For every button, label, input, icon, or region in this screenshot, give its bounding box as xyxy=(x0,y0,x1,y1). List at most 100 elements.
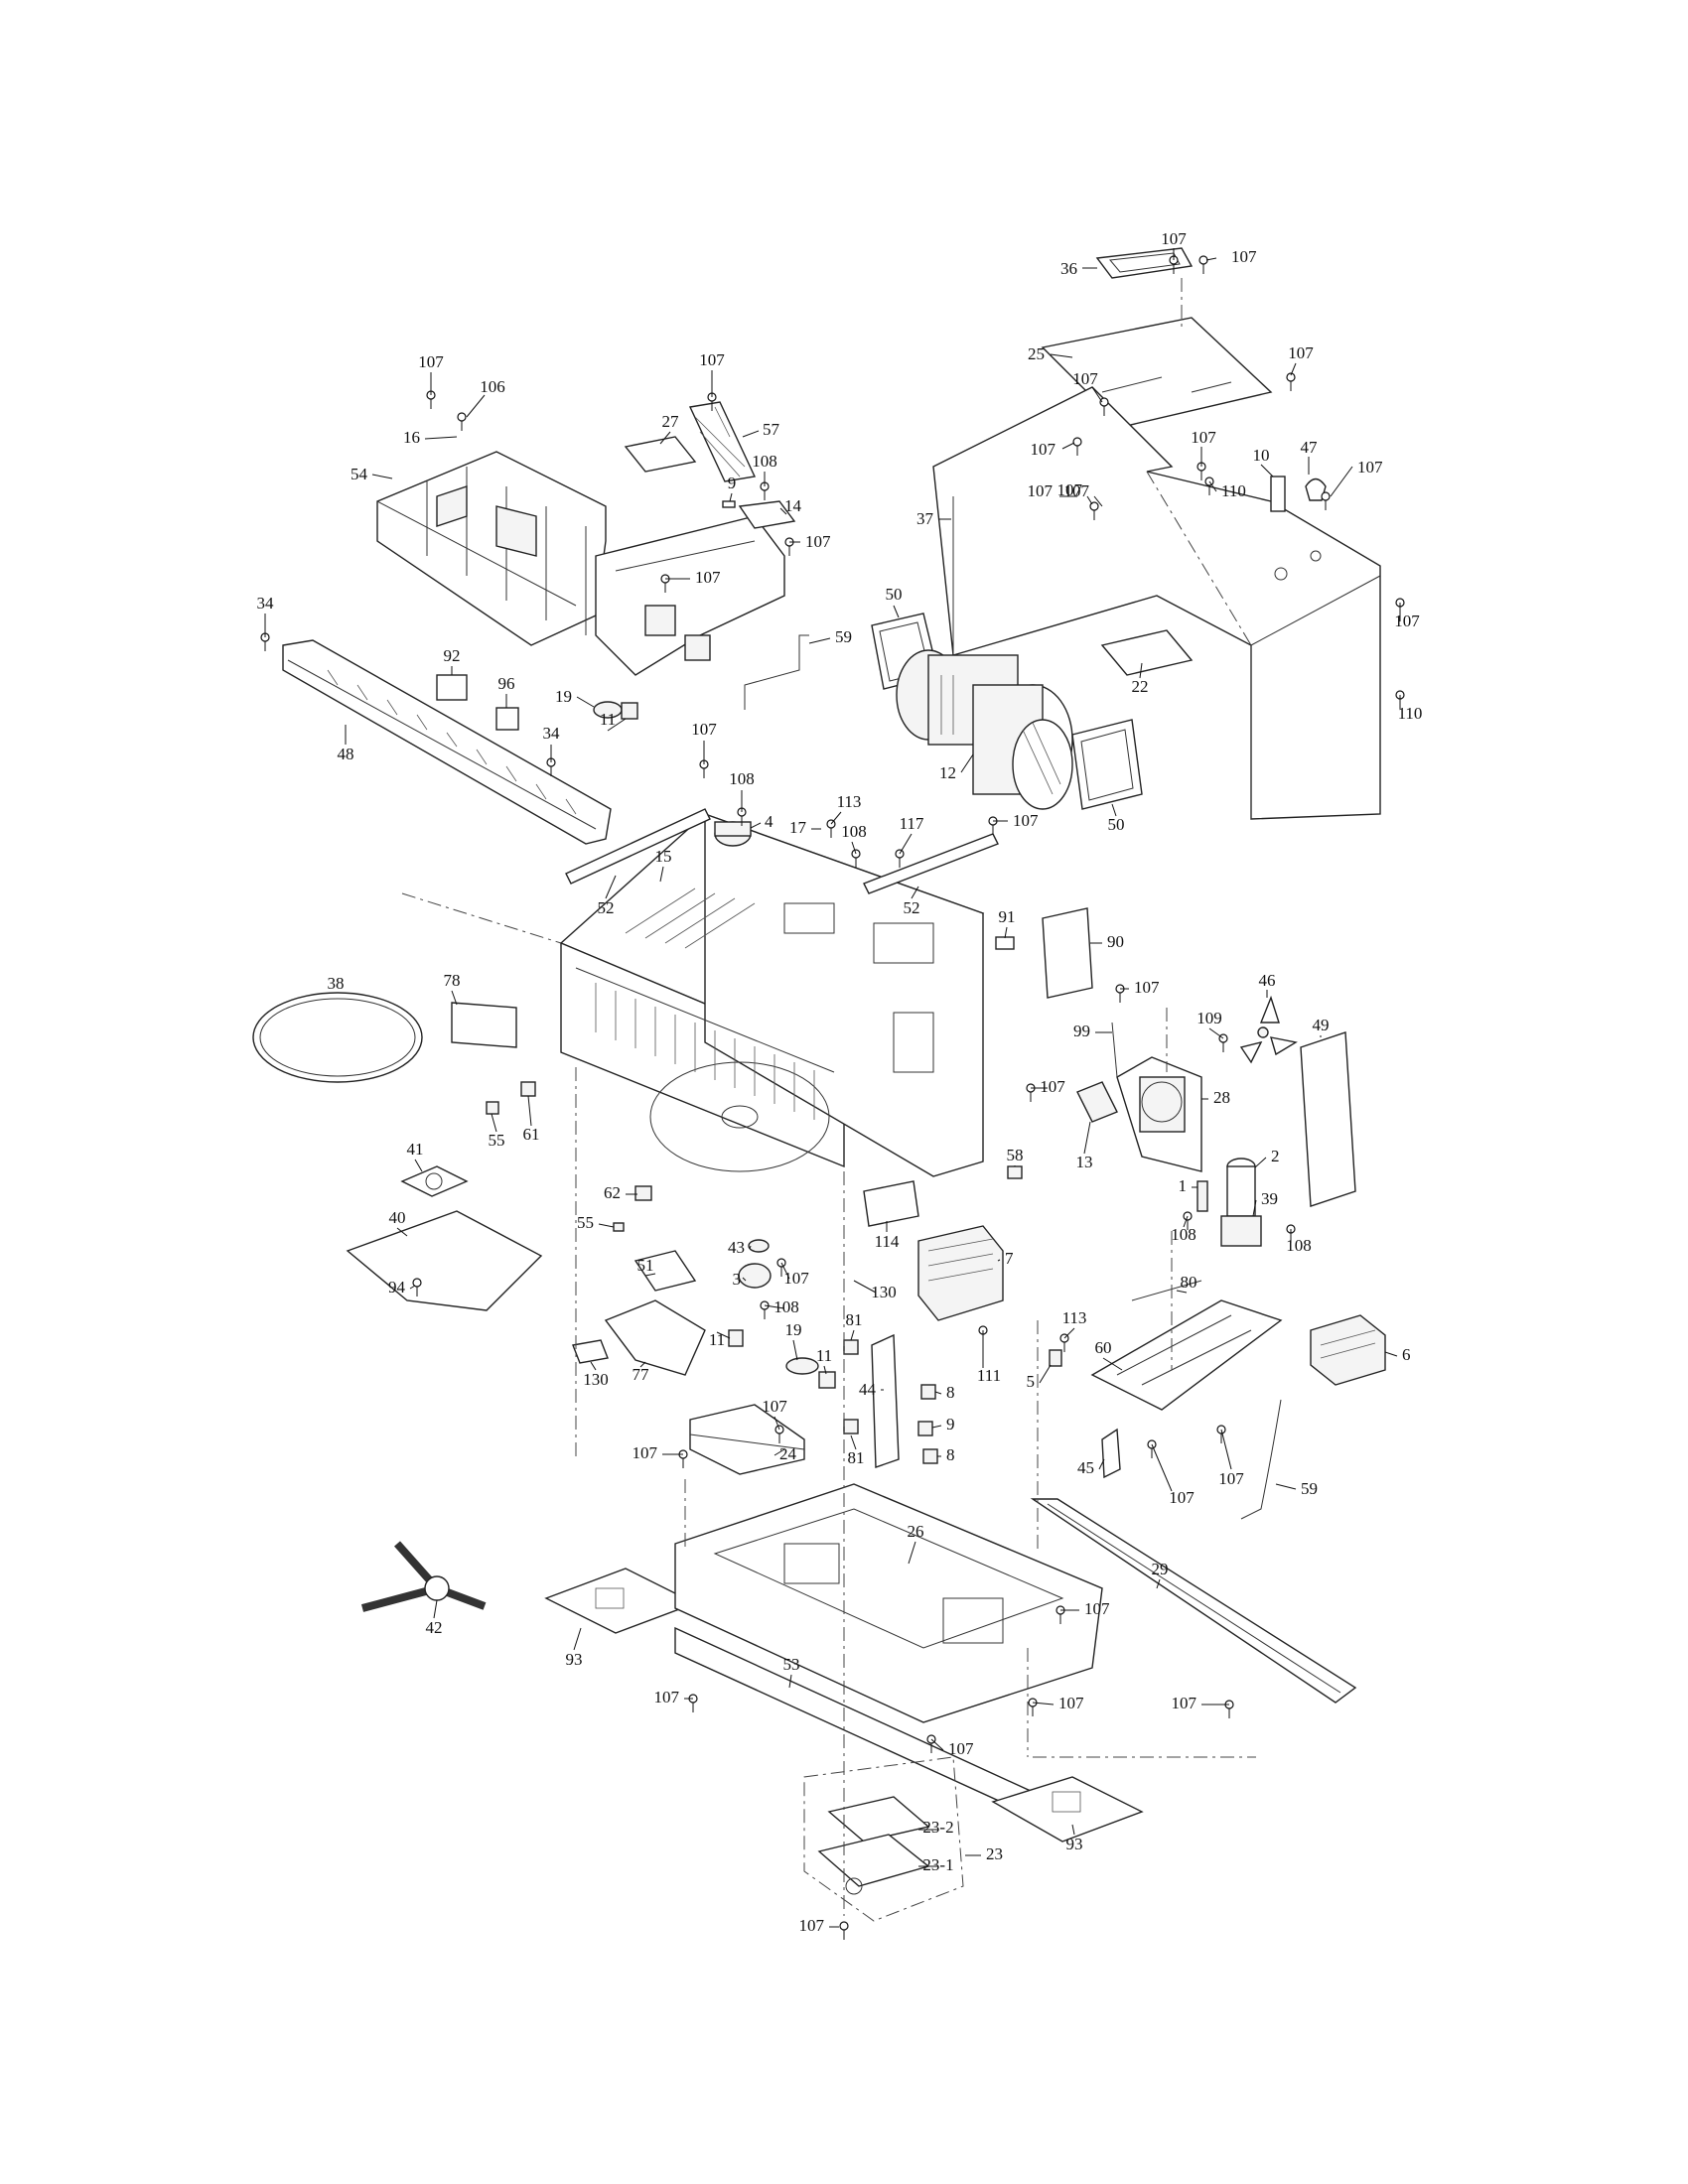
part-8-switch-lower xyxy=(922,1448,938,1464)
callout-107: 107 xyxy=(1357,458,1383,477)
part-46-fan-blade xyxy=(1239,995,1298,1064)
leader-line-19 xyxy=(576,696,595,708)
callout-108: 108 xyxy=(841,822,867,841)
part-41-coupler xyxy=(400,1165,469,1197)
leader-line-3 xyxy=(742,1277,747,1282)
callout-108: 108 xyxy=(1286,1236,1312,1255)
leader-line-107 xyxy=(1086,495,1093,505)
callout-57: 57 xyxy=(763,420,780,439)
callout-107: 107 xyxy=(699,350,725,369)
callout-117: 117 xyxy=(900,814,924,833)
part-93-filter-right xyxy=(991,1776,1144,1843)
leader-line-93 xyxy=(573,1627,582,1651)
leader-line-108 xyxy=(851,841,857,855)
callout-49: 49 xyxy=(1313,1016,1330,1034)
callout-25: 25 xyxy=(1028,344,1045,363)
part-42-turntable-support xyxy=(360,1541,487,1612)
part-61-switch xyxy=(520,1081,536,1097)
callout-23: 23 xyxy=(986,1844,1003,1863)
leader-line-40 xyxy=(396,1227,408,1237)
leader-line-52 xyxy=(911,886,919,899)
callout-50: 50 xyxy=(1108,815,1125,834)
part-11-socket-lower xyxy=(818,1371,836,1389)
callout-61: 61 xyxy=(523,1125,540,1144)
oven-cavity-chassis xyxy=(559,813,985,1177)
leader-line-107 xyxy=(1151,1443,1173,1492)
part-38-roller-ring xyxy=(252,992,423,1083)
callout-7: 7 xyxy=(1005,1249,1014,1268)
part-13-switch xyxy=(1076,1081,1118,1123)
leader-line-41 xyxy=(414,1159,423,1172)
callout-107: 107 xyxy=(1058,1694,1084,1712)
callout-107: 107 xyxy=(1191,428,1216,447)
leader-line-60 xyxy=(1102,1357,1123,1371)
callout-5: 5 xyxy=(1027,1372,1036,1391)
part-99-rod xyxy=(1111,1022,1118,1078)
leader-line-52 xyxy=(605,875,617,899)
callout-41: 41 xyxy=(407,1140,424,1159)
part-52-rail-right xyxy=(863,833,999,894)
part-80-rod xyxy=(1131,1280,1202,1301)
part-control-bracket xyxy=(595,515,785,676)
leader-line-77 xyxy=(639,1361,646,1368)
part-8-switch-upper xyxy=(920,1384,936,1400)
leader-line-53 xyxy=(788,1674,792,1689)
callout-4: 4 xyxy=(765,812,774,831)
callout-51: 51 xyxy=(637,1256,654,1275)
part-130-plate xyxy=(572,1339,609,1364)
leader-line-117 xyxy=(899,833,913,855)
screw-113-45 xyxy=(826,819,836,838)
callout-81: 81 xyxy=(846,1310,863,1329)
callout-3: 3 xyxy=(733,1270,742,1289)
callout-107: 107 xyxy=(1031,440,1056,459)
leader-line-113 xyxy=(830,811,842,825)
callout-80: 80 xyxy=(1181,1273,1197,1292)
leader-line-107 xyxy=(774,1416,780,1431)
callout-107: 107 xyxy=(1028,481,1054,500)
leader-line-27 xyxy=(659,431,671,445)
callout-59: 59 xyxy=(835,627,852,646)
part-52-rail-left xyxy=(565,808,711,885)
part-11-socket-left xyxy=(728,1329,744,1347)
callout-11: 11 xyxy=(816,1346,832,1365)
leader-line-93 xyxy=(1071,1824,1075,1836)
leader-line-16 xyxy=(424,436,458,440)
callout-39: 39 xyxy=(1261,1189,1278,1208)
callout-43: 43 xyxy=(728,1238,745,1257)
leader-line-59 xyxy=(1275,1483,1297,1490)
leader-line-6 xyxy=(1384,1351,1398,1357)
part-12-blower-motor xyxy=(896,649,1073,810)
callout-17: 17 xyxy=(789,818,807,837)
callout-107: 107 xyxy=(418,352,444,371)
callout-130: 130 xyxy=(871,1283,897,1301)
part-9-switch xyxy=(917,1421,933,1436)
callout-24: 24 xyxy=(779,1444,797,1463)
leader-line-11 xyxy=(607,718,627,732)
callout-114: 114 xyxy=(875,1232,900,1251)
callout-55: 55 xyxy=(577,1213,594,1232)
callout-108: 108 xyxy=(774,1297,799,1316)
leader-line-15 xyxy=(659,866,664,883)
callout-19: 19 xyxy=(785,1320,802,1339)
callout-77: 77 xyxy=(633,1365,650,1384)
leader-line-25 xyxy=(1050,353,1073,358)
callout-54: 54 xyxy=(351,465,368,483)
callout-44: 44 xyxy=(859,1380,877,1399)
callout-23-1: 23-1 xyxy=(922,1855,953,1874)
callout-107: 107 xyxy=(691,720,717,739)
callout-55: 55 xyxy=(489,1131,505,1150)
screw-107-5 xyxy=(1099,397,1109,416)
part-39-bracket xyxy=(1220,1215,1262,1247)
callout-34: 34 xyxy=(543,724,561,743)
screw-107-88 xyxy=(1115,984,1125,1003)
callout-107: 107 xyxy=(1013,811,1039,830)
callout-15: 15 xyxy=(655,847,672,866)
callout-113: 113 xyxy=(837,792,862,811)
leader-line-55 xyxy=(491,1113,497,1133)
callout-23-2: 23-2 xyxy=(922,1818,953,1837)
part-6-transformer xyxy=(1310,1314,1386,1386)
callout-52: 52 xyxy=(904,898,920,917)
leader-line-107 xyxy=(930,1738,944,1751)
leader-line-107 xyxy=(1091,386,1103,403)
screw-109-89 xyxy=(1218,1033,1228,1052)
